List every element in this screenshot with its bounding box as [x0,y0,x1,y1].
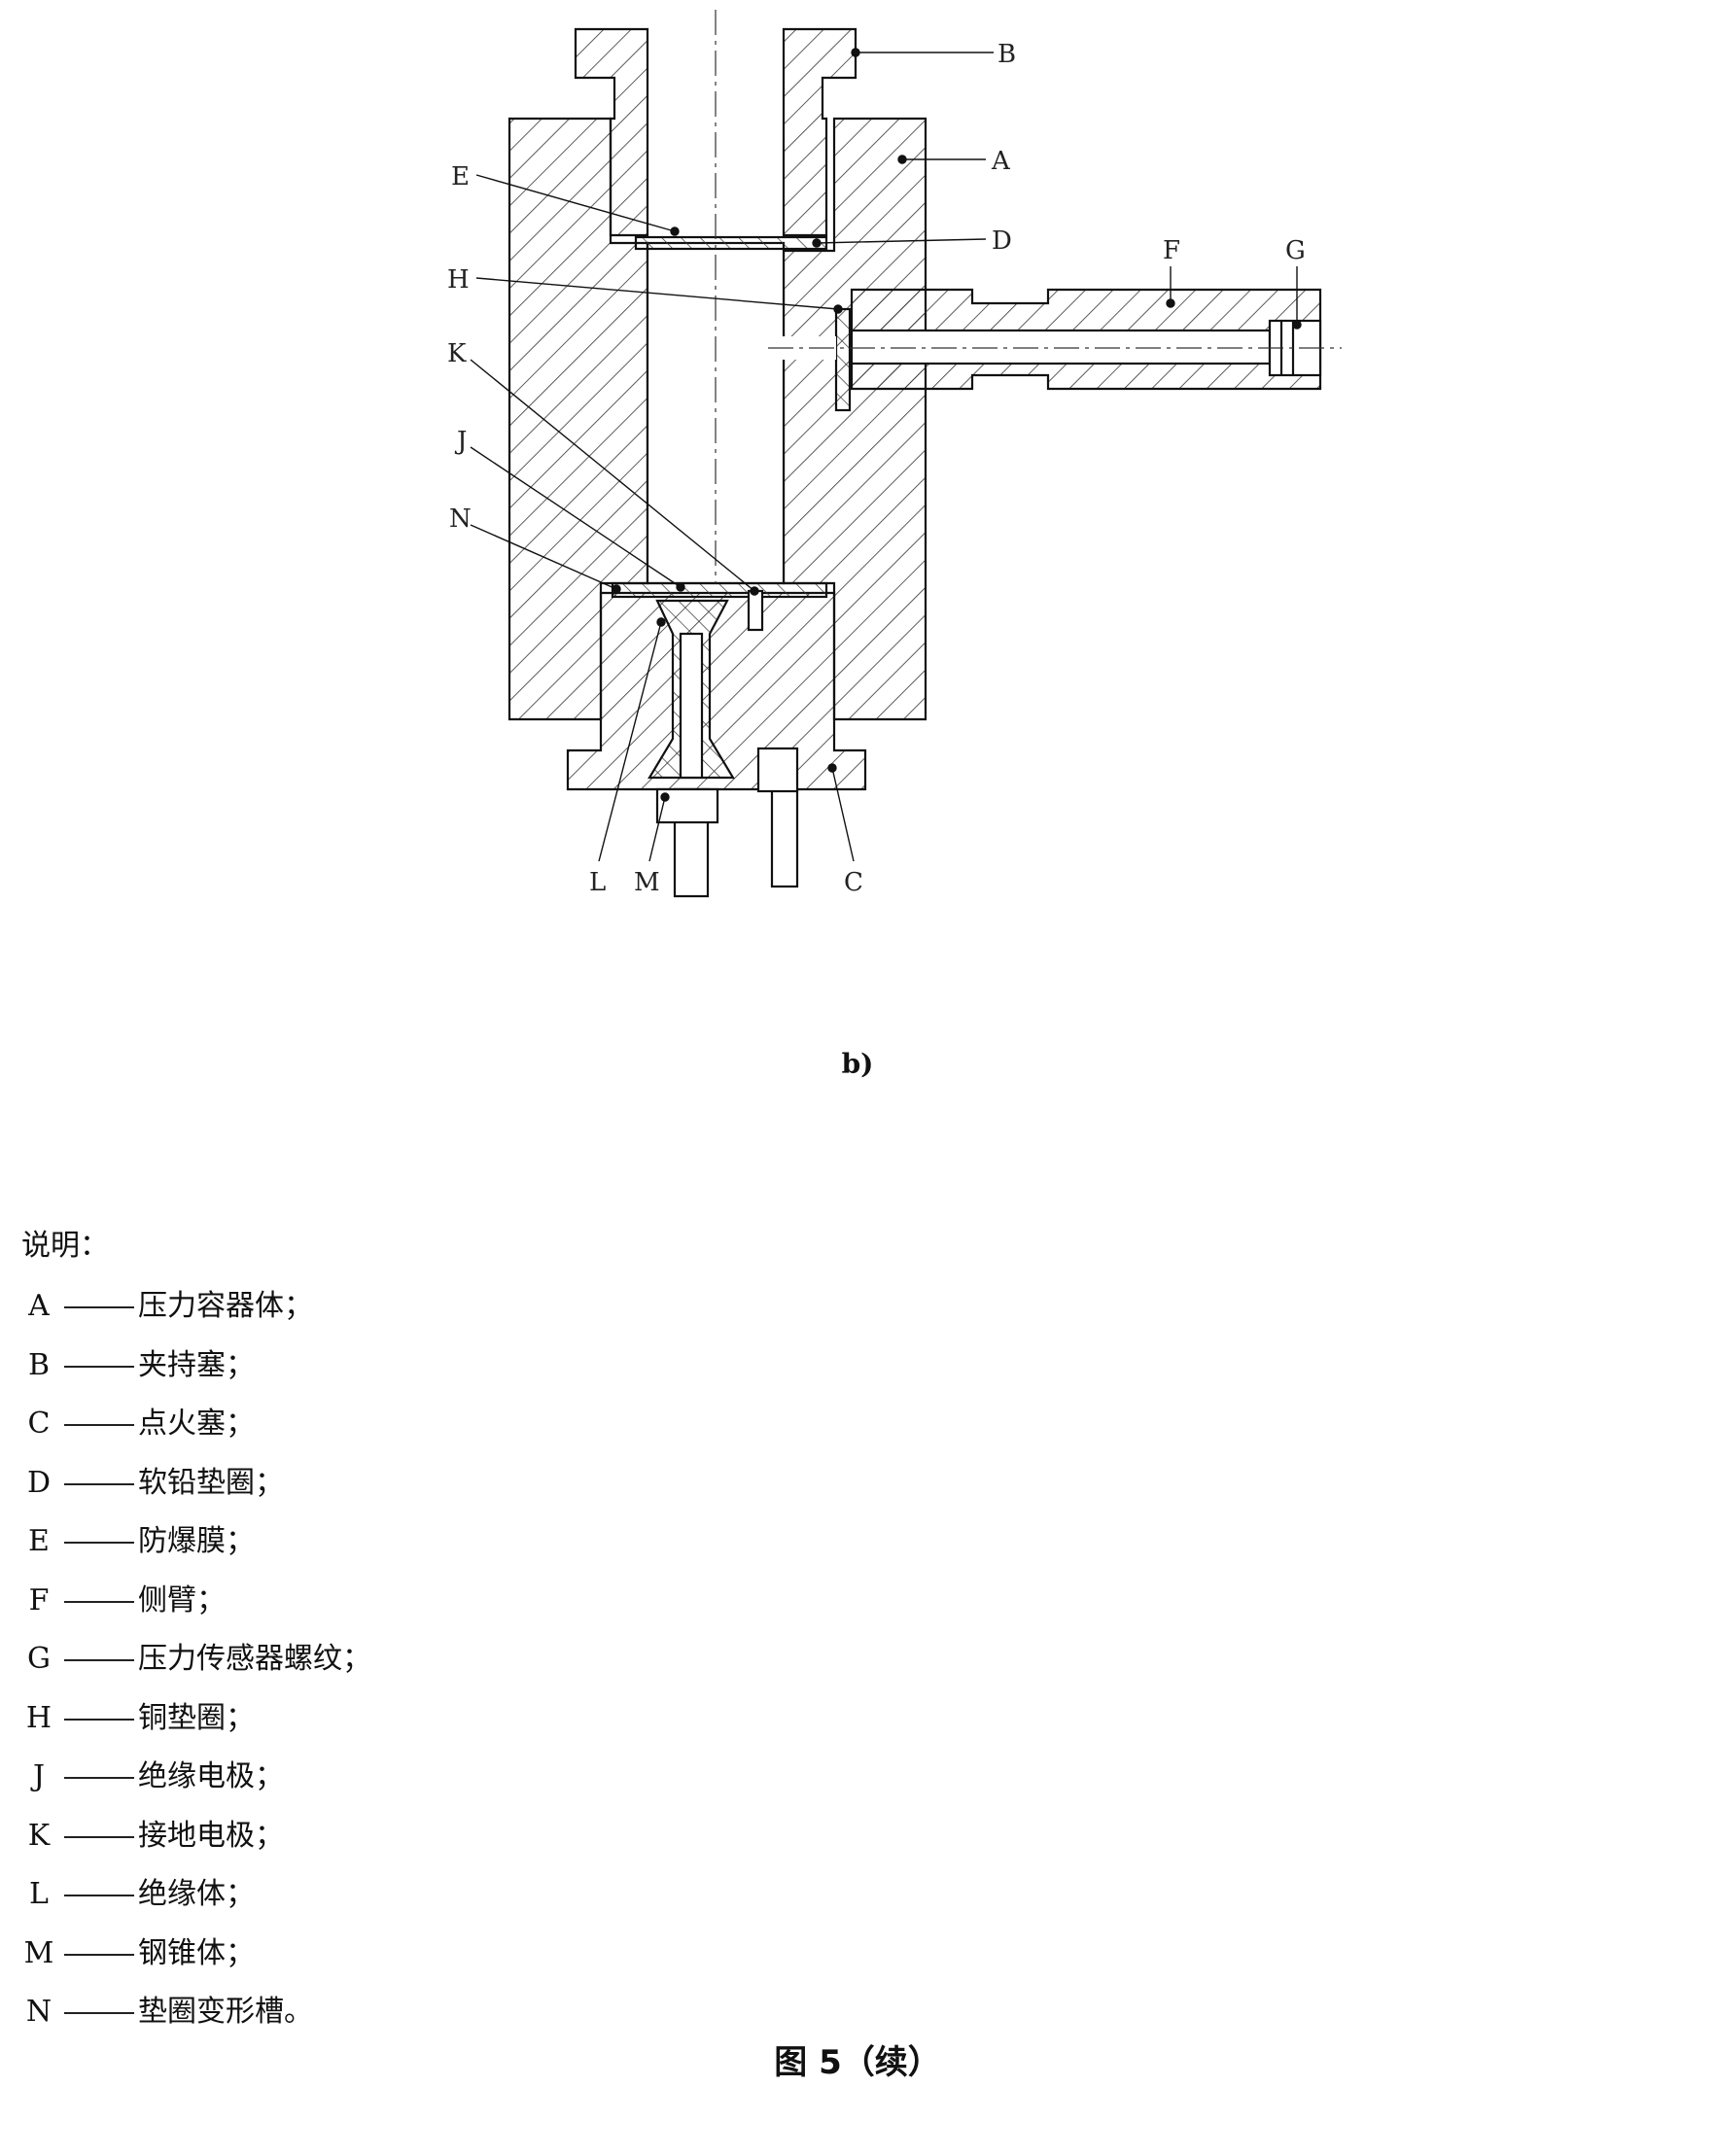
legend-text: 压力传感器螺纹； [138,1642,371,1676]
legend-dash [64,1365,134,1368]
pressure-vessel-drawing: B A D E H F G K J N L M C [447,10,1342,898]
legend-item: C 点火塞； [21,1405,371,1464]
legend-key: F [28,1582,50,1617]
label-K: K [447,339,467,368]
legend-item: D 软铅垫圈； [21,1464,371,1523]
legend-item: M 钢锥体； [21,1934,371,1994]
label-L: L [589,868,606,897]
legend-text: 软铅垫圈； [138,1465,284,1500]
label-H: H [447,265,470,295]
legend-dash [64,1542,134,1544]
legend-item: K 接地电极； [21,1817,371,1876]
legend-dash [64,1953,134,1956]
label-E: E [451,162,470,191]
legend-dash [64,1718,134,1721]
legend-dash [64,1306,134,1308]
legend-key: H [25,1700,52,1735]
legend-item: L 绝缘体； [21,1875,371,1934]
legend-item: G 压力传感器螺纹； [21,1640,371,1699]
label-A: A [991,147,1011,176]
legend-dash [64,1835,134,1838]
legend-key: D [26,1465,52,1500]
lead-washer [634,235,828,251]
ground-stem-head [756,747,799,793]
legend-text: 压力容器体； [138,1289,313,1323]
legend-item: N 垫圈变形槽。 [21,1993,371,2052]
side-arm-bore [850,329,1272,365]
legend-text: 绝缘体； [138,1877,255,1911]
legend-key: N [25,1995,52,2029]
legend-text: 垫圈变形槽。 [138,1995,313,2029]
ground-electrode [747,589,764,632]
legend-text: 侧臂； [138,1582,226,1617]
legend-text: 防爆膜； [138,1524,255,1558]
legend-item: B 夹持塞； [21,1346,371,1406]
copper-washer [834,307,852,412]
label-D: D [992,226,1012,256]
legend-key: M [23,1935,54,1970]
legend-key: J [32,1759,46,1793]
clamp-plug-left [574,27,649,237]
firing-plug [566,591,867,791]
legend-dash [64,1424,134,1426]
legend-key: A [28,1289,50,1323]
legend-text: 接地电极； [138,1818,284,1853]
clamp-plug-right [782,27,858,237]
legend: 说明： A 压力容器体； B 夹持塞； C 点火塞； D 软铅垫圈； E 防爆膜； F 侧臂… [21,1227,371,2052]
legend-key: G [27,1642,51,1676]
legend-dash [64,1600,134,1603]
label-N: N [449,504,472,534]
ground-stem [770,787,799,888]
label-C: C [844,868,863,897]
legend-dash [64,1777,134,1779]
legend-text: 点火塞； [138,1407,255,1441]
legend-dash [64,1659,134,1661]
legend-text: 绝缘电极； [138,1759,284,1793]
washer-groove-plate [611,581,828,599]
legend-item: E 防爆膜； [21,1522,371,1582]
legend-dash [64,1482,134,1485]
legend-text: 钢锥体； [138,1935,255,1970]
figure-caption: 图 5（续） [774,2043,941,2082]
legend-key: B [27,1347,51,1382]
label-G: G [1285,236,1306,265]
sub-caption: b) [841,1048,874,1080]
label-M: M [634,868,660,897]
legend-item: F 侧臂； [21,1582,371,1641]
label-F: F [1163,236,1180,265]
legend-text: 铜垫圈； [138,1700,255,1735]
legend-key: L [29,1877,49,1911]
label-J: J [454,427,467,456]
legend-item: H 铜垫圈； [21,1699,371,1758]
legend-text: 夹持塞； [138,1347,255,1382]
legend-title: 说明： [21,1229,109,1263]
central-electrode [679,632,704,780]
legend-item: J 绝缘电极； [21,1757,371,1817]
legend-item: A 压力容器体； [21,1287,371,1346]
legend-key: E [28,1524,50,1558]
legend-dash [64,2012,134,2014]
legend-key: C [27,1407,51,1441]
label-B: B [998,40,1016,69]
legend-dash [64,1895,134,1896]
legend-key: K [27,1818,51,1853]
